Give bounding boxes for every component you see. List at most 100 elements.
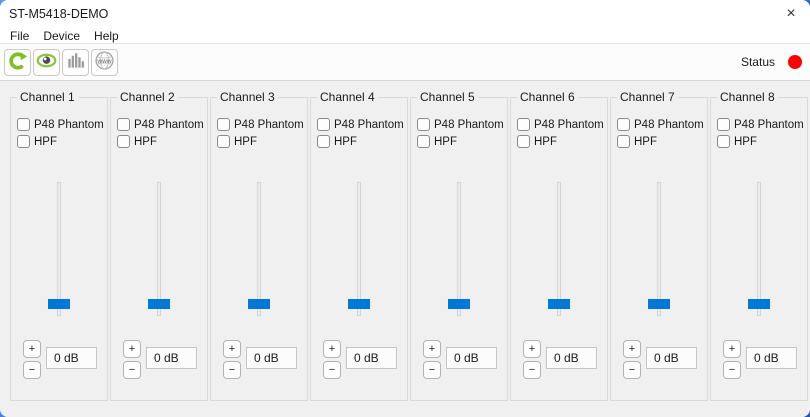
slider-handle[interactable]	[248, 299, 270, 309]
slider-track-line[interactable]	[57, 182, 61, 316]
channel-title: Channel 1	[17, 90, 78, 104]
refresh-icon	[8, 51, 28, 74]
p48-phantom-checkbox[interactable]	[617, 118, 630, 131]
hpf-checkbox[interactable]	[717, 135, 730, 148]
hpf-checkbox[interactable]	[17, 135, 30, 148]
slider-track-line[interactable]	[557, 182, 561, 316]
slider-handle[interactable]	[48, 299, 70, 309]
slider-handle[interactable]	[448, 299, 470, 309]
p48-phantom-checkbox[interactable]	[517, 118, 530, 131]
slider-track-line[interactable]	[657, 182, 661, 316]
hpf-checkbox[interactable]	[217, 135, 230, 148]
channel-title: Channel 5	[417, 90, 478, 104]
eye-icon	[36, 50, 57, 74]
hpf-checkbox[interactable]	[417, 135, 430, 148]
p48-phantom-checkbox[interactable]	[717, 118, 730, 131]
slider-track-line[interactable]	[757, 182, 761, 316]
gain-decrease-button[interactable]: −	[123, 361, 141, 379]
web-button[interactable]: www	[91, 48, 118, 76]
gain-increase-button[interactable]: +	[223, 340, 241, 358]
hpf-row[interactable]: HPF	[317, 135, 357, 148]
gain-value-field[interactable]: 0 dB	[46, 347, 97, 369]
menu-help[interactable]: Help	[94, 28, 119, 43]
hpf-row[interactable]: HPF	[617, 135, 657, 148]
hpf-checkbox[interactable]	[117, 135, 130, 148]
channel-panel: Channel 4 P48 Phantom HPF + − 0 dB	[310, 90, 408, 401]
gain-slider[interactable]	[611, 182, 707, 316]
slider-handle[interactable]	[148, 299, 170, 309]
p48-phantom-checkbox[interactable]	[317, 118, 330, 131]
gain-value-field[interactable]: 0 dB	[246, 347, 297, 369]
gain-increase-button[interactable]: +	[123, 340, 141, 358]
hpf-row[interactable]: HPF	[517, 135, 557, 148]
gain-decrease-button[interactable]: −	[723, 361, 741, 379]
gain-decrease-button[interactable]: −	[223, 361, 241, 379]
p48-phantom-row[interactable]: P48 Phantom	[117, 118, 204, 131]
slider-handle[interactable]	[348, 299, 370, 309]
channel-panel: Channel 1 P48 Phantom HPF + − 0 dB	[10, 90, 108, 401]
levels-button[interactable]	[62, 48, 89, 76]
gain-value-field[interactable]: 0 dB	[146, 347, 197, 369]
hpf-row[interactable]: HPF	[717, 135, 757, 148]
channel-title: Channel 2	[117, 90, 178, 104]
gain-increase-button[interactable]: +	[523, 340, 541, 358]
slider-track-line[interactable]	[357, 182, 361, 316]
p48-phantom-checkbox[interactable]	[417, 118, 430, 131]
p48-phantom-checkbox[interactable]	[17, 118, 30, 131]
p48-phantom-checkbox[interactable]	[217, 118, 230, 131]
gain-decrease-button[interactable]: −	[323, 361, 341, 379]
hpf-checkbox[interactable]	[617, 135, 630, 148]
gain-increase-button[interactable]: +	[423, 340, 441, 358]
p48-phantom-row[interactable]: P48 Phantom	[217, 118, 304, 131]
gain-slider[interactable]	[111, 182, 207, 316]
gain-value-field[interactable]: 0 dB	[646, 347, 697, 369]
slider-handle[interactable]	[748, 299, 770, 309]
slider-track-line[interactable]	[157, 182, 161, 316]
p48-phantom-row[interactable]: P48 Phantom	[617, 118, 704, 131]
slider-track-line[interactable]	[257, 182, 261, 316]
hpf-checkbox[interactable]	[317, 135, 330, 148]
slider-track-line[interactable]	[457, 182, 461, 316]
refresh-button[interactable]	[4, 48, 31, 76]
gain-slider[interactable]	[311, 182, 407, 316]
menu-file[interactable]: File	[10, 28, 30, 43]
gain-increase-button[interactable]: +	[623, 340, 641, 358]
gain-slider[interactable]	[211, 182, 307, 316]
hpf-row[interactable]: HPF	[17, 135, 57, 148]
gain-value-field[interactable]: 0 dB	[346, 347, 397, 369]
gain-value-field[interactable]: 0 dB	[546, 347, 597, 369]
p48-phantom-row[interactable]: P48 Phantom	[717, 118, 804, 131]
svg-text:www: www	[96, 58, 112, 65]
p48-phantom-row[interactable]: P48 Phantom	[17, 118, 104, 131]
hpf-label: HPF	[634, 135, 657, 148]
close-icon[interactable]: ×	[786, 5, 796, 22]
gain-decrease-button[interactable]: −	[523, 361, 541, 379]
gain-increase-button[interactable]: +	[323, 340, 341, 358]
monitor-button[interactable]	[33, 48, 60, 76]
menu-bar: File Device Help	[0, 28, 810, 44]
gain-slider[interactable]	[411, 182, 507, 316]
hpf-checkbox[interactable]	[517, 135, 530, 148]
p48-phantom-row[interactable]: P48 Phantom	[317, 118, 404, 131]
p48-phantom-row[interactable]: P48 Phantom	[517, 118, 604, 131]
gain-decrease-button[interactable]: −	[423, 361, 441, 379]
menu-device[interactable]: Device	[43, 28, 81, 43]
gain-slider[interactable]	[511, 182, 607, 316]
slider-handle[interactable]	[548, 299, 570, 309]
gain-decrease-button[interactable]: −	[623, 361, 641, 379]
gain-decrease-button[interactable]: −	[23, 361, 41, 379]
hpf-row[interactable]: HPF	[117, 135, 157, 148]
hpf-row[interactable]: HPF	[217, 135, 257, 148]
p48-phantom-checkbox[interactable]	[117, 118, 130, 131]
toolbar: www Status	[0, 44, 810, 81]
gain-slider[interactable]	[711, 182, 807, 316]
slider-handle[interactable]	[648, 299, 670, 309]
p48-phantom-row[interactable]: P48 Phantom	[417, 118, 504, 131]
gain-value-field[interactable]: 0 dB	[446, 347, 497, 369]
gain-increase-button[interactable]: +	[723, 340, 741, 358]
gain-slider[interactable]	[11, 182, 107, 316]
status-group: Status	[741, 55, 802, 69]
gain-value-field[interactable]: 0 dB	[746, 347, 797, 369]
gain-increase-button[interactable]: +	[23, 340, 41, 358]
hpf-row[interactable]: HPF	[417, 135, 457, 148]
